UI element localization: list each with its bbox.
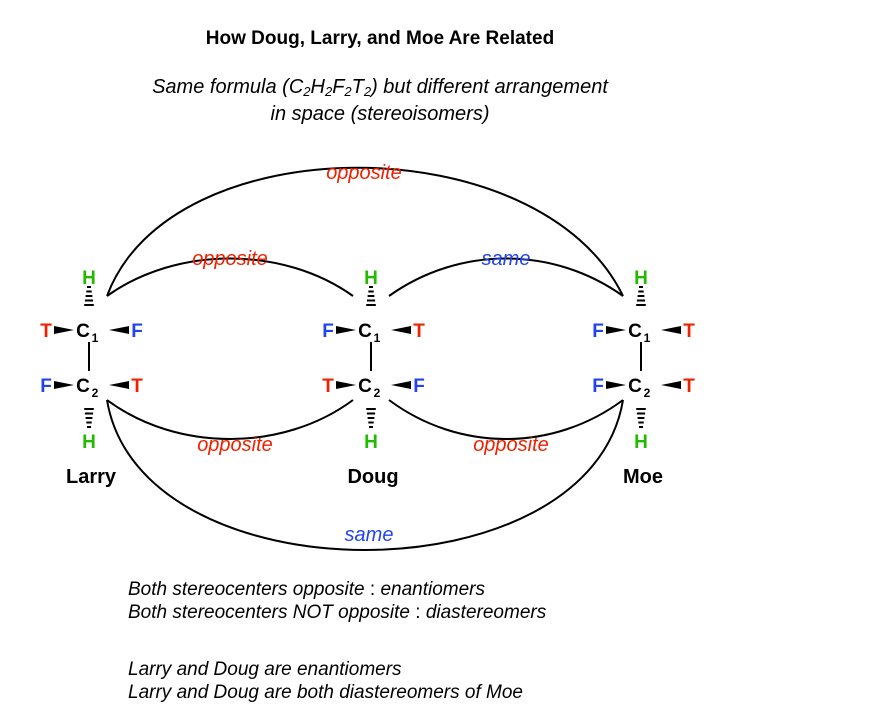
note-diastereomers-sep: : <box>409 602 426 623</box>
relation-larry-moe-top: opposite <box>106 162 624 297</box>
relation-doug-moe-bottom: opposite <box>388 399 624 456</box>
note-enantiomers-result: enantiomers <box>380 579 485 600</box>
substituent-c2-left: F <box>40 376 52 397</box>
relation-larry-doug-bottom: opposite <box>106 399 354 456</box>
substituent-c1-right: T <box>413 321 425 342</box>
relation-doug-moe-top: same <box>388 248 624 297</box>
notes-definitions: Both stereocenters opposite : enantiomer… <box>128 578 546 624</box>
carbon-c2-subscript: 2 <box>374 386 381 400</box>
formula-f: F <box>332 76 345 98</box>
formula-h-count: 2 <box>324 84 333 99</box>
note-diastereomers-text: Both stereocenters NOT opposite <box>128 602 410 623</box>
relation-label: same <box>482 248 531 270</box>
molecule-name: Doug <box>347 466 398 488</box>
formula-h: H <box>310 76 325 98</box>
note-enantiomers-sep: : <box>364 579 381 600</box>
wedge-bond-right <box>391 381 411 389</box>
wedge-bond-left <box>336 381 356 389</box>
carbon-c2-subscript: 2 <box>92 386 99 400</box>
carbon-c1-subscript: 1 <box>92 331 99 345</box>
wedge-bond-right <box>109 381 129 389</box>
formula-t: T <box>351 76 364 98</box>
atom-h-bottom: H <box>82 432 96 453</box>
formula-t-count: 2 <box>363 84 372 99</box>
carbon-c1-subscript: 1 <box>374 331 381 345</box>
relation-arc <box>106 257 354 297</box>
notes-conclusions: Larry and Doug are enantiomers Larry and… <box>128 658 523 704</box>
atom-h-bottom: H <box>364 432 378 453</box>
relation-label: opposite <box>326 162 402 184</box>
diagram-subtitle: Same formula (C2H2F2T2) but different ar… <box>60 76 700 125</box>
subtitle-line-2: in space (stereoisomers) <box>270 103 490 125</box>
relation-label: opposite <box>197 434 273 456</box>
formula-f-count: 2 <box>344 84 352 99</box>
relation-arc <box>388 399 624 440</box>
wedge-bond-left <box>336 326 356 334</box>
substituent-c2-left: F <box>592 376 604 397</box>
carbon-c2: C <box>76 376 90 397</box>
wedge-bond-right <box>661 381 681 389</box>
note-moe: Larry and Doug are both diastereomers of… <box>128 682 523 703</box>
subtitle-line-1: Same formula (C2H2F2T2) but different ar… <box>60 76 700 103</box>
molecule-name: Moe <box>623 466 663 488</box>
diagram-title: How Doug, Larry, and Moe Are Related <box>205 28 555 49</box>
relation-label: opposite <box>192 248 268 270</box>
relation-label: opposite <box>473 434 549 456</box>
substituent-c1-right: T <box>683 321 695 342</box>
substituent-c1-left: T <box>40 321 52 342</box>
relation-larry-moe-bottom: same <box>106 399 624 551</box>
note-enantiomers: Both stereocenters opposite : enantiomer… <box>128 578 546 601</box>
carbon-c1-subscript: 1 <box>644 331 651 345</box>
substituent-c2-right: T <box>683 376 695 397</box>
atom-h-top: H <box>82 268 96 289</box>
wedge-bond-left <box>606 381 626 389</box>
atom-h-bottom: H <box>634 432 648 453</box>
relation-label: same <box>345 524 394 546</box>
subtitle-suffix: ) but different arrangement <box>371 76 608 98</box>
substituent-c1-right: F <box>131 321 143 342</box>
formula-c-count: 2 <box>303 84 311 99</box>
wedge-bond-right <box>109 326 129 334</box>
note-diastereomers: Both stereocenters NOT opposite : diaste… <box>128 601 546 624</box>
subtitle-prefix: Same formula ( <box>152 76 289 98</box>
substituent-c2-right: F <box>413 376 425 397</box>
carbon-c2: C <box>358 376 372 397</box>
molecule-name: Larry <box>66 466 117 488</box>
wedge-bond-left <box>54 381 74 389</box>
relation-larry-doug-top: opposite <box>106 248 354 297</box>
atom-h-top: H <box>634 268 648 289</box>
relation-arc <box>106 399 624 551</box>
wedge-bond-left <box>606 326 626 334</box>
carbon-c1: C <box>628 321 642 342</box>
relation-arc <box>106 399 354 440</box>
substituent-c2-right: T <box>131 376 143 397</box>
wedge-bond-right <box>661 326 681 334</box>
carbon-c2-subscript: 2 <box>644 386 651 400</box>
relation-arc <box>388 257 624 297</box>
carbon-c1: C <box>358 321 372 342</box>
note-diastereomers-result: diastereomers <box>425 602 547 623</box>
carbon-c2: C <box>628 376 642 397</box>
substituent-c2-left: T <box>322 376 334 397</box>
substituent-c1-left: F <box>322 321 334 342</box>
substituent-c1-left: F <box>592 321 604 342</box>
wedge-bond-left <box>54 326 74 334</box>
note-enantiomers-text: Both stereocenters opposite <box>128 579 365 600</box>
wedge-bond-right <box>391 326 411 334</box>
note-larry-doug: Larry and Doug are enantiomers <box>128 659 402 680</box>
relation-arc <box>106 166 624 297</box>
atom-h-top: H <box>364 268 378 289</box>
formula-c: C <box>288 76 304 98</box>
carbon-c1: C <box>76 321 90 342</box>
